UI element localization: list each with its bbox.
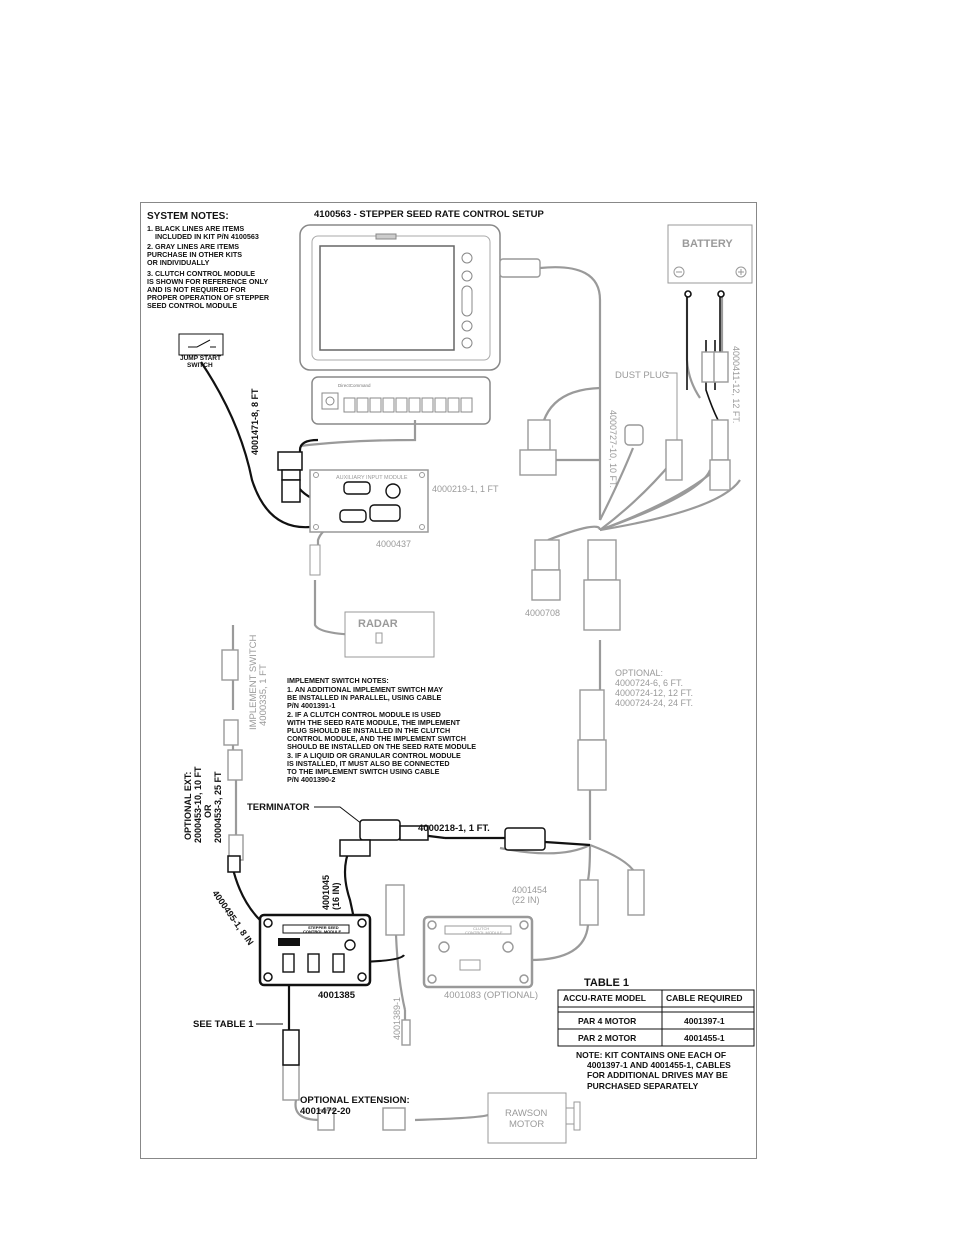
cable-4001454-length: (22 IN): [512, 895, 540, 905]
aux-module-title: AUXILIARY INPUT MODULE: [336, 475, 408, 481]
aux-module-part-number: 4000437: [376, 539, 411, 549]
implement-note-line: PLUG SHOULD BE INSTALLED IN THE CLUTCH: [287, 726, 450, 735]
system-note-line: IS SHOWN FOR REFERENCE ONLY: [147, 277, 268, 286]
cable-4001045-length: (16 IN): [331, 882, 341, 910]
implement-switch-part: 4000335, 1 FT: [258, 664, 269, 726]
radar: RADAR: [309, 544, 435, 658]
system-notes-heading: SYSTEM NOTES:: [147, 211, 229, 222]
terminator-label: TERMINATOR: [247, 802, 310, 813]
implement-notes-heading: IMPLEMENT SWITCH NOTES:: [287, 676, 389, 685]
black-connectors: [227, 819, 546, 1066]
module-4001083-label: 4001083 (OPTIONAL): [444, 990, 538, 1001]
system-note-line: AND IS NOT REQUIRED FOR: [147, 285, 246, 294]
battery-label: BATTERY: [682, 238, 733, 250]
aux-input-module: AUXILIARY INPUT MODULE 4000437: [309, 469, 429, 549]
jump-connector: [277, 451, 303, 503]
implement-note-line: WITH THE SEED RATE MODULE, THE IMPLEMENT: [287, 718, 461, 727]
see-table-label: SEE TABLE 1: [193, 1019, 254, 1030]
module-4001385-label: 4001385: [318, 990, 356, 1001]
table-note: PURCHASED SEPARATELY: [587, 1081, 699, 1091]
cable-4000495-label: 4000495-1, 8 IN: [210, 888, 255, 947]
cable-4000218-label: 4000218-1, 1 FT.: [418, 823, 490, 834]
table-cell: 4001397-1: [684, 1016, 725, 1026]
cable-4000219-label: 4000219-1, 1 FT: [432, 484, 499, 494]
optional-ext-line: 2000453-10, 10 FT: [193, 766, 203, 843]
implement-note-line: P/N 4001391-1: [287, 701, 335, 710]
implement-note-line: SHOULD BE INSTALLED ON THE SEED RATE MOD…: [287, 742, 476, 751]
optional-extension-part: 4001472-20: [300, 1106, 351, 1117]
rawson-motor-label: MOTOR: [509, 1119, 544, 1130]
table-title: TABLE 1: [584, 977, 629, 989]
table-cell: 4001455-1: [684, 1033, 725, 1043]
implement-note-line: CONTROL MODULE, AND THE IMPLEMENT SWITCH: [287, 734, 466, 743]
optional-line: 4000724-24, 24 FT.: [615, 698, 693, 708]
table-cell: PAR 2 MOTOR: [578, 1033, 636, 1043]
jump-start-switch: JUMP START SWITCH: [178, 333, 224, 369]
rawson-motor-label: RAWSON: [505, 1108, 548, 1119]
table-header: CABLE REQUIRED: [666, 993, 743, 1003]
system-note-line: INCLUDED IN KIT P/N 4100563: [147, 232, 259, 241]
stepper-seed-control-module: STEPPER SEED CONTROL MODULE 4001385: [258, 913, 372, 1001]
rawson-motor: RAWSON MOTOR: [487, 1092, 581, 1144]
diagram-title: 4100563 - STEPPER SEED RATE CONTROL SETU…: [314, 209, 544, 220]
optional-ext-labels: OPTIONAL EXT: 2000453-10, 10 FT OR 20004…: [183, 766, 223, 843]
diagram-frame: [140, 202, 757, 1159]
stepper-module-title: CONTROL MODULE: [303, 929, 341, 934]
jump-start-label: JUMP START: [180, 355, 221, 362]
clutch-module-title: CLUTCH: [473, 926, 489, 931]
optional-ext-line: OR: [203, 804, 213, 818]
optional-line: OPTIONAL:: [615, 668, 663, 678]
implement-note-line: TO THE IMPLEMENT SWITCH USING CABLE: [287, 767, 440, 776]
battery: BATTERY: [667, 224, 753, 284]
display-terminal: DirectCommand: [299, 224, 501, 425]
clutch-module-title: CONTROL MODULE: [465, 930, 503, 935]
implement-notes: 1. AN ADDITIONAL IMPLEMENT SWITCH MAY BE…: [287, 685, 476, 784]
part-4000708-label: 4000708: [525, 608, 560, 618]
table-1: TABLE 1 ACCU-RATE MODEL CABLE REQUIRED P…: [557, 977, 755, 1091]
cable-4001045-label: 4001045: [321, 875, 331, 910]
jump-start-label: SWITCH: [187, 362, 213, 369]
system-note-line: 3. CLUTCH CONTROL MODULE: [147, 269, 255, 278]
implement-note-line: 2. IF A CLUTCH CONTROL MODULE IS USED: [287, 710, 441, 719]
cable-4000727-label: 4000727-10, 10 FT.: [608, 410, 618, 488]
implement-note-line: P/N 4001390-2: [287, 775, 335, 784]
stepper-module-title: STEPPER SEED: [308, 925, 339, 930]
system-note-line: PROPER OPERATION OF STEPPER: [147, 293, 270, 302]
implement-note-line: 3. IF A LIQUID OR GRANULAR CONTROL MODUL…: [287, 751, 461, 760]
cable-4001389-label: 4001389-1: [392, 997, 402, 1040]
optional-ext-line: 2000453-3, 25 FT: [213, 771, 223, 843]
system-note-line: 1. BLACK LINES ARE ITEMS: [147, 224, 244, 233]
implement-switch-label: IMPLEMENT SWITCH: [248, 635, 259, 730]
implement-note-line: 1. AN ADDITIONAL IMPLEMENT SWITCH MAY: [287, 685, 443, 694]
cable-4001471-label: 4001471-8, 8 FT: [250, 388, 260, 455]
system-note-line: PURCHASE IN OTHER KITS: [147, 250, 242, 259]
table-cell: PAR 4 MOTOR: [578, 1016, 636, 1026]
optional-ext-line: OPTIONAL EXT:: [183, 772, 193, 840]
system-notes: 1. BLACK LINES ARE ITEMS INCLUDED IN KIT…: [147, 224, 270, 310]
table-header: ACCU-RATE MODEL: [563, 993, 646, 1003]
table-note: FOR ADDITIONAL DRIVES MAY BE: [587, 1070, 728, 1080]
table-note: 4001397-1 AND 4001455-1, CABLES: [587, 1060, 731, 1070]
optional-extension-label: OPTIONAL EXTENSION:: [300, 1095, 410, 1106]
system-note-line: OR INDIVIDUALLY: [147, 258, 210, 267]
dust-plug-label: DUST PLUG: [615, 370, 669, 381]
optional-4000724: OPTIONAL: 4000724-6, 6 FT. 4000724-12, 1…: [615, 668, 693, 708]
implement-note-line: BE INSTALLED IN PARALLEL, USING CABLE: [287, 693, 441, 702]
radar-label: RADAR: [358, 618, 398, 630]
optional-line: 4000724-6, 6 FT.: [615, 678, 683, 688]
direct-command-label: DirectCommand: [338, 383, 371, 388]
cable-4000411-label: 4000411-12, 12 FT.: [731, 346, 741, 423]
cable-4001454-label: 4001454: [512, 885, 547, 895]
table-note: NOTE: KIT CONTAINS ONE EACH OF: [576, 1050, 726, 1060]
system-note-line: SEED CONTROL MODULE: [147, 301, 237, 310]
implement-note-line: IS INSTALLED, IT MUST ALSO BE CONNECTED: [287, 759, 450, 768]
clutch-control-module: CLUTCH CONTROL MODULE 4001083 (OPTIONAL): [422, 915, 538, 1001]
system-note-line: 2. GRAY LINES ARE ITEMS: [147, 242, 239, 251]
optional-line: 4000724-12, 12 FT.: [615, 688, 693, 698]
